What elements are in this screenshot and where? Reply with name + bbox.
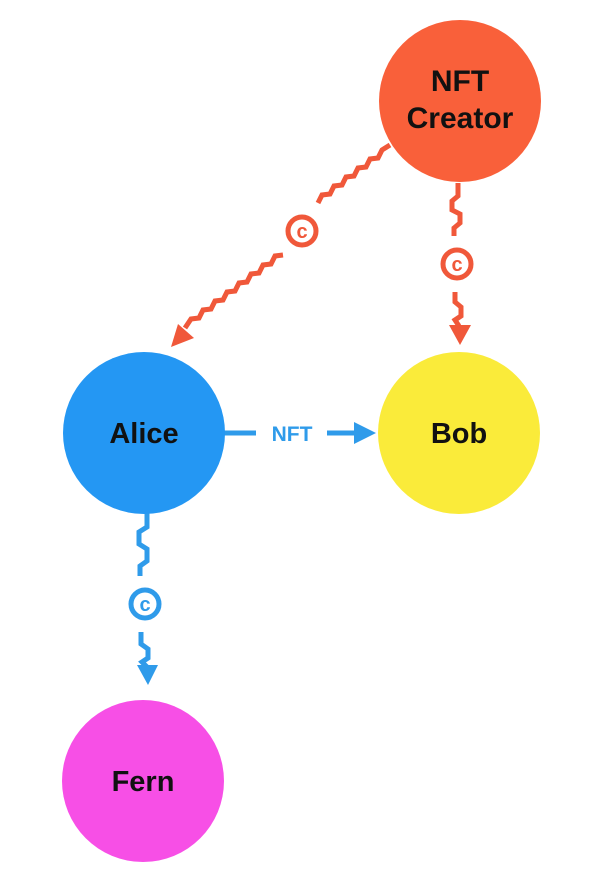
node-nft-creator: NFT Creator <box>379 20 541 182</box>
node-label-alice: Alice <box>109 418 178 450</box>
node-circle-bob <box>378 352 540 514</box>
wavy-line-creator-bob-upper <box>449 183 463 236</box>
copyright-letter: c <box>296 221 307 243</box>
node-circle-alice <box>63 352 225 514</box>
node-fern: Fern <box>62 700 224 862</box>
arrowhead-alice-fern <box>137 665 158 685</box>
copyright-letter: c <box>139 594 150 616</box>
wavy-line-creator-alice-lower <box>182 252 284 330</box>
edge-creator-to-alice: c <box>171 142 392 347</box>
copyright-icon: c <box>440 247 474 281</box>
wavy-line-alice-fern-lower <box>138 632 151 669</box>
wavy-line-alice-fern-upper <box>136 513 150 576</box>
node-label-creator-line1: NFT <box>431 65 489 98</box>
arrowhead-alice-bob <box>354 422 376 444</box>
copyright-icon: c <box>285 214 319 248</box>
copyright-icon: c <box>128 587 162 621</box>
wavy-line-creator-bob-lower <box>451 292 464 328</box>
edge-alice-to-fern: c <box>128 513 162 685</box>
edge-alice-to-bob: NFT <box>224 422 376 446</box>
copyright-ring <box>440 247 474 281</box>
node-label-fern: Fern <box>112 766 175 798</box>
node-circle-creator <box>379 20 541 182</box>
copyright-letter: c <box>451 254 462 276</box>
arrowhead-creator-alice <box>171 324 194 347</box>
copyright-ring <box>285 214 319 248</box>
node-label-creator-line2: Creator <box>407 102 514 135</box>
node-circle-fern <box>62 700 224 862</box>
arrowhead-creator-bob <box>449 325 471 345</box>
node-alice: Alice <box>63 352 225 514</box>
node-label-bob: Bob <box>431 418 487 450</box>
copyright-ring <box>128 587 162 621</box>
edge-creator-to-bob: c <box>440 183 474 345</box>
node-bob: Bob <box>378 352 540 514</box>
wavy-line-creator-alice-upper <box>315 142 392 205</box>
nft-transfer-label: NFT <box>272 423 313 446</box>
